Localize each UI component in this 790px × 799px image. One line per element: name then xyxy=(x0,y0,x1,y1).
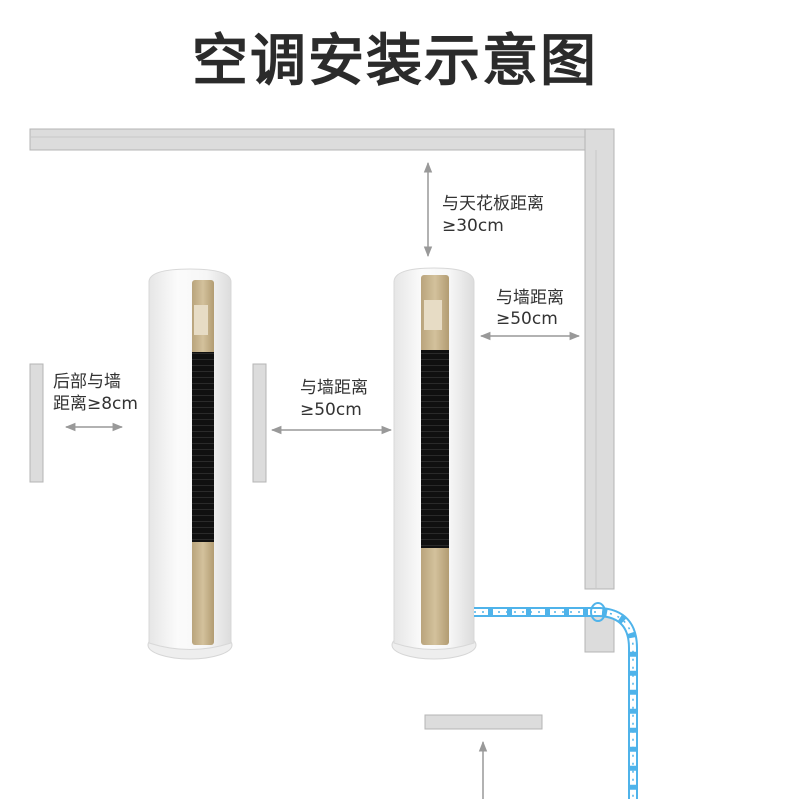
ceiling-clearance-label-line2: ≥30cm xyxy=(442,216,504,236)
ceiling-clearance-label-line1: 与天花板距离 xyxy=(442,194,544,214)
back-clearance-label-line1: 后部与墙 xyxy=(53,372,121,392)
ac-unit-left xyxy=(147,268,233,660)
ac-unit-right xyxy=(391,267,477,660)
side-clearance-right-label-line2: ≥50cm xyxy=(496,309,558,329)
middle-wall-segment xyxy=(252,363,267,483)
back-wall-segment xyxy=(29,363,44,483)
side-clearance-right-label-line1: 与墙距离 xyxy=(496,288,564,308)
back-clearance-label-line2: 距离≥8cm xyxy=(53,394,138,414)
side-clearance-left-label-line2: ≥50cm xyxy=(300,400,362,420)
side-clearance-left-label-line1: 与墙距离 xyxy=(300,378,368,398)
diagram-title: 空调安装示意图 xyxy=(192,29,598,94)
floor-slab xyxy=(424,714,543,730)
refrigerant-pipe xyxy=(474,602,638,799)
